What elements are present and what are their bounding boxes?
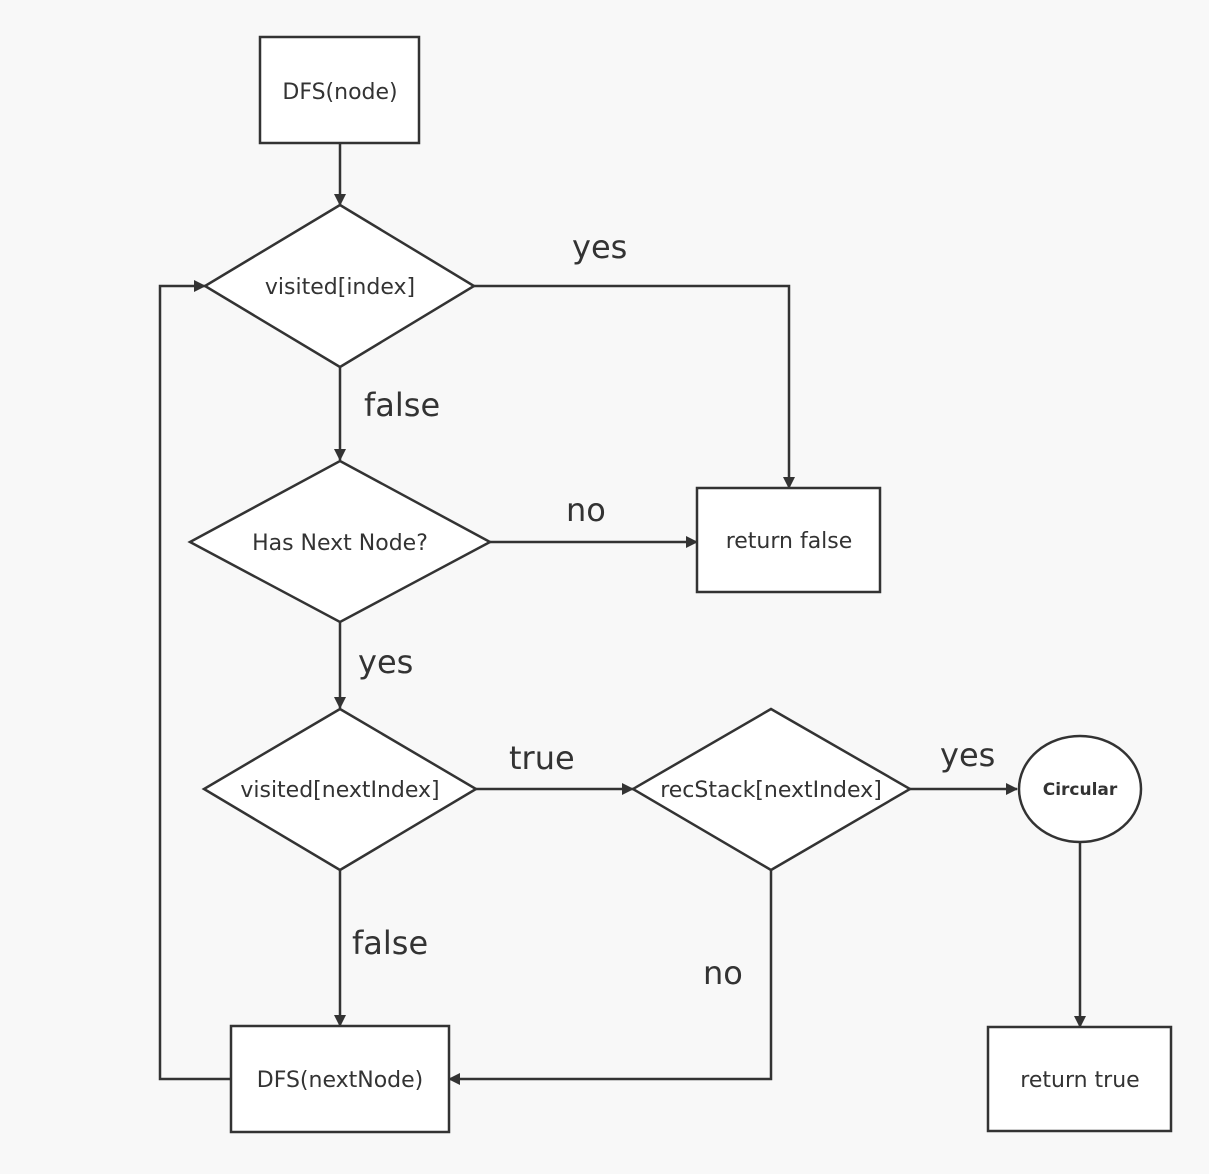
edge-visited-yes-to-return-false — [474, 284, 795, 489]
node-circular-label: Circular — [1043, 780, 1118, 800]
node-rec-stack-next-index: recStack[nextIndex] — [630, 707, 913, 872]
node-return-true-label: return true — [1020, 1068, 1139, 1093]
node-visited-index: visited[index] — [202, 203, 477, 369]
edge-label-visited-false: false — [364, 386, 440, 424]
edge-rec-stack-no-to-dfs-next — [448, 870, 773, 1085]
node-return-false: return false — [695, 486, 882, 594]
node-has-next-node-label: Has Next Node? — [252, 531, 428, 556]
node-dfs-next-node: DFS(nextNode) — [229, 1024, 451, 1134]
node-visited-next-index-label: visited[nextIndex] — [240, 778, 439, 803]
edge-label-rec-stack-no: no — [703, 954, 743, 992]
node-visited-index-label: visited[index] — [265, 275, 415, 300]
node-dfs-node: DFS(node) — [258, 35, 421, 145]
node-dfs-node-label: DFS(node) — [282, 80, 397, 105]
edge-dfs-next-loop-to-visited — [158, 280, 231, 1081]
edge-label-visited-yes: yes — [572, 228, 627, 266]
node-return-false-label: return false — [726, 529, 853, 554]
edge-label-visited-next-false: false — [352, 924, 428, 962]
edge-label-has-next-yes: yes — [358, 643, 413, 681]
node-rec-stack-next-index-label: recStack[nextIndex] — [660, 778, 882, 803]
node-visited-next-index: visited[nextIndex] — [201, 707, 479, 872]
edge-label-visited-next-true: true — [509, 739, 575, 777]
edge-label-has-next-no: no — [566, 491, 606, 529]
edge-label-rec-stack-yes: yes — [940, 736, 995, 774]
node-circular: Circular — [1017, 734, 1143, 844]
node-has-next-node: Has Next Node? — [187, 459, 493, 624]
node-dfs-next-node-label: DFS(nextNode) — [257, 1068, 424, 1093]
node-return-true: return true — [986, 1025, 1173, 1133]
